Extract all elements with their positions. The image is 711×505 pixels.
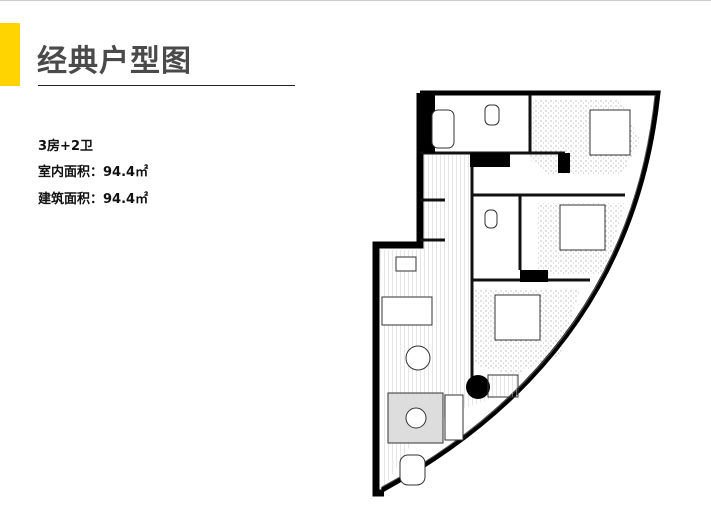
page-title: 经典户型图	[37, 44, 192, 79]
floor-plan-image	[372, 90, 661, 497]
room-layout: 3房+2卫	[38, 139, 93, 154]
indoor-area: 室内面积：94.4㎡	[38, 165, 149, 180]
building-area: 建筑面积：94.4㎡	[38, 192, 149, 207]
top-divider	[0, 0, 711, 1]
title-underline	[38, 85, 295, 86]
accent-bar	[0, 23, 20, 86]
